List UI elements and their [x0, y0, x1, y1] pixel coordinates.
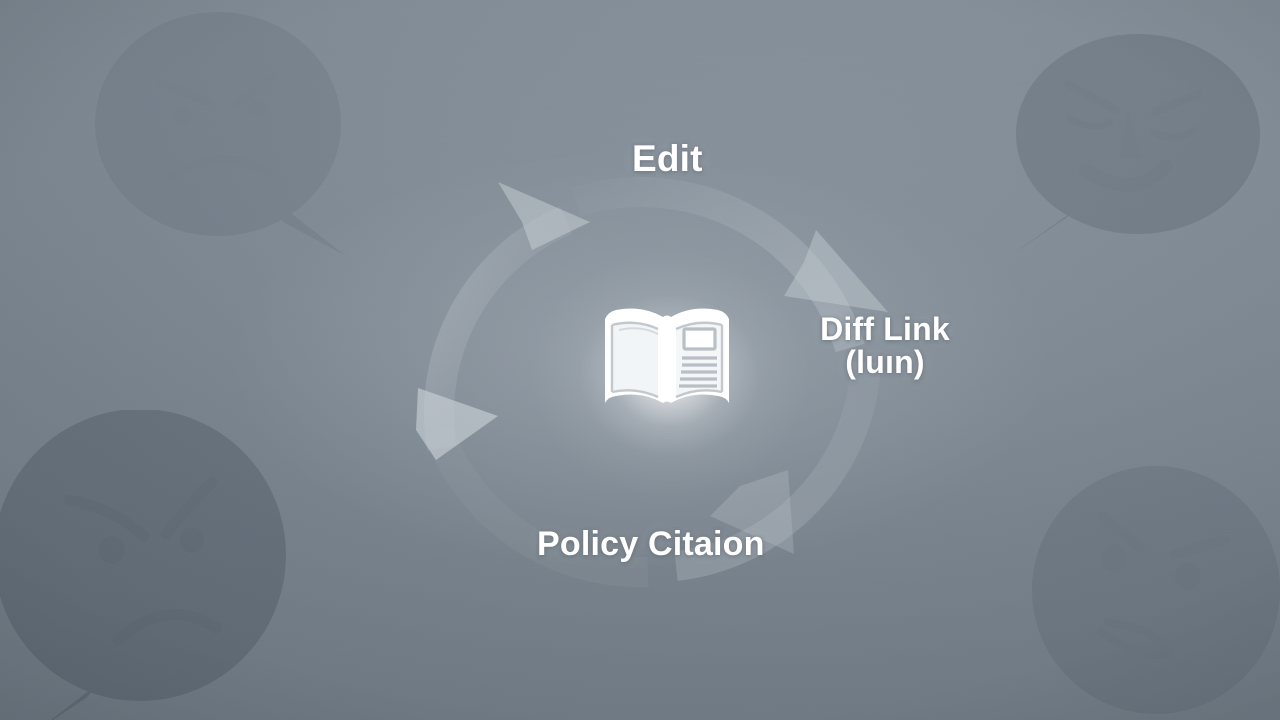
cycle-label-diff-link-line1: Diff Link: [820, 311, 950, 347]
cycle-label-edit: Edit: [632, 138, 703, 179]
cycle-label-diff-link-line2: (luın): [845, 343, 925, 380]
cycle-label-diff-link: Diff Link (luın): [805, 313, 965, 378]
open-book-icon: [600, 303, 734, 417]
cycle-label-policy-citation: Policy Citaion: [537, 525, 765, 563]
